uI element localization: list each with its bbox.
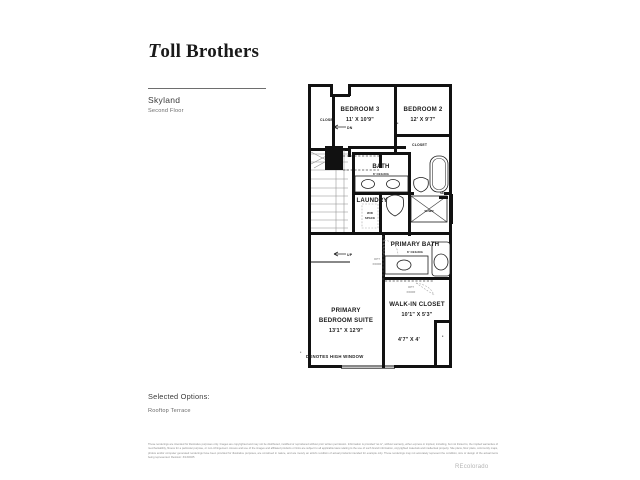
floor-plan-drawing: DN UP CLOSET BATH 8' CEILING LAUNDRY W/D… — [284, 84, 494, 369]
bath-label: BATH — [372, 163, 389, 170]
washer-dryer-line1: W/D — [367, 211, 373, 215]
logo-initial: T — [148, 40, 161, 62]
toll-brothers-logo: Toll Brothers — [148, 40, 259, 63]
high-window-marker-top: * — [397, 122, 399, 126]
stairs-up-label: UP — [347, 253, 353, 257]
high-window-legend-marker: * — [300, 351, 302, 355]
high-window-legend-text: DENOTES HIGH WINDOW — [306, 354, 364, 359]
primary-bath-ceiling-label: 8' CEILING — [407, 250, 424, 254]
closet-right-label: CLOSET — [412, 143, 428, 147]
laundry-label: LAUNDRY — [356, 197, 387, 204]
bedroom-2-label: BEDROOM 2 — [404, 106, 443, 113]
logo-wordmark: oll Brothers — [160, 41, 260, 62]
shower-label: SHWR — [424, 209, 434, 213]
primary-suite-dim: 13'1" X 12'9" — [329, 328, 363, 334]
bedroom-2-dim: 12' X 9'7" — [410, 117, 435, 123]
recolorado-attribution: REcolorado — [455, 464, 489, 470]
opt-door-1-line1: OPT — [374, 257, 380, 261]
opt-door-1-line2: DOOR — [373, 262, 382, 266]
bedroom-3-dim: 11' X 10'9" — [346, 117, 374, 123]
plan-name: Skyland — [148, 95, 181, 105]
walk-in-closet-label: WALK-IN CLOSET — [389, 301, 445, 308]
opt-door-2-line2: DOOR — [407, 290, 416, 294]
selected-options-heading: Selected Options: — [148, 392, 210, 401]
nook-dim: 4'7" X 4' — [398, 337, 420, 343]
closet-left-label: CLOSET — [320, 118, 336, 122]
walk-in-closet-dim: 10'1" X 5'3" — [402, 312, 433, 318]
shower-seat-label: SEAT — [440, 191, 448, 195]
legal-disclaimer: These renderings are intended for illust… — [148, 443, 498, 459]
title-divider — [148, 88, 266, 89]
stairs-down-label: DN — [347, 126, 353, 130]
primary-bath-label: PRIMARY BATH — [391, 241, 440, 248]
bedroom-3-label: BEDROOM 3 — [341, 106, 380, 113]
high-window-marker-right: * — [442, 335, 444, 339]
primary-suite-line2: BEDROOM SUITE — [319, 317, 373, 324]
bath-ceiling-label: 8' CEILING — [373, 172, 390, 176]
opt-door-2-line1: OPT — [408, 285, 414, 289]
washer-dryer-line2: SPACE — [365, 216, 375, 220]
plan-floor-label: Second Floor — [148, 108, 184, 114]
selected-option-item: Rooftop Terrace — [148, 408, 191, 414]
primary-suite-line1: PRIMARY — [331, 307, 360, 314]
